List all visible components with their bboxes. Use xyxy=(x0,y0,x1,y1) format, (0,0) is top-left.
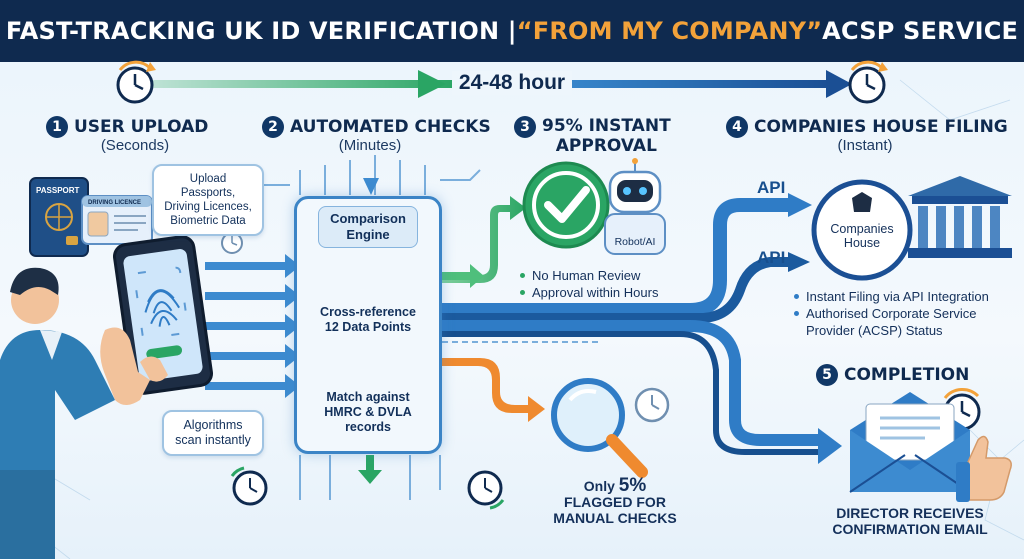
step-5-number: 5 xyxy=(816,364,838,386)
clock-icon-flagged xyxy=(634,387,670,423)
driving-licence-icon xyxy=(81,195,153,245)
step-2-subtitle: (Minutes) xyxy=(338,137,402,154)
thumbs-up-icon xyxy=(956,435,1012,502)
step-5-title: 5 COMPLETION xyxy=(816,364,969,386)
clock-icon-timeline-right xyxy=(848,60,888,104)
input-streams xyxy=(205,254,300,398)
licence-label: DRIVING LICENCE xyxy=(88,200,141,206)
step-3-number: 3 xyxy=(514,116,536,138)
circuit-lines-top xyxy=(249,155,481,195)
step-1-title: 1 USER UPLOAD xyxy=(46,116,208,138)
passport-label: PASSPORT xyxy=(36,186,80,195)
engine-check-match: Match against HMRC & DVLA records xyxy=(324,390,412,434)
step-1-number: 1 xyxy=(46,116,68,138)
passport-icon xyxy=(29,177,89,257)
approval-check-icon xyxy=(522,161,610,249)
clock-icon-timeline-left xyxy=(116,60,156,104)
clock-icon-upload xyxy=(221,232,243,254)
government-building-icon xyxy=(908,176,1012,258)
companies-house-name: Companies House xyxy=(830,222,894,250)
step-2-title: 2 AUTOMATED CHECKS xyxy=(262,116,491,138)
title-highlight: “FROM MY COMPANY” xyxy=(516,17,823,45)
flagged-arrow xyxy=(442,358,545,422)
main-flow-to-companies-house xyxy=(442,193,842,464)
engine-output-arrow xyxy=(358,455,382,484)
completion-text: DIRECTOR RECEIVES CONFIRMATION EMAIL xyxy=(832,505,988,537)
upload-bubble: Upload Passports, Driving Licences, Biom… xyxy=(152,164,264,236)
robot-label: Robot/AI xyxy=(614,236,656,248)
approval-arrow xyxy=(442,196,526,283)
api-label-bottom: API xyxy=(757,248,786,267)
step-4-subtitle: (Instant) xyxy=(837,137,893,154)
magnifier-icon xyxy=(551,378,648,478)
hand-illustration xyxy=(100,327,168,405)
approval-bullets: No Human Review Approval within Hours xyxy=(520,267,710,301)
step-1-subtitle: (Seconds) xyxy=(100,137,170,154)
step-3-title: 3 95% INSTANT APPROVAL xyxy=(514,116,671,156)
engine-label: Comparison Engine xyxy=(318,206,418,248)
engine-check-cross-reference: Cross-reference 12 Data Points xyxy=(320,305,416,334)
approval-bullet: Approval within Hours xyxy=(520,284,710,301)
person-illustration xyxy=(0,267,115,559)
smartphone-icon xyxy=(113,235,213,395)
step-4-title: 4 COMPANIES HOUSE FILING xyxy=(726,116,1008,138)
timeline-label: 24-48 hour xyxy=(452,71,572,95)
clock-icon-engine-bottom-left xyxy=(230,466,268,506)
email-envelope-icon xyxy=(849,392,971,493)
robot-icon xyxy=(604,158,666,255)
api-label-top: API xyxy=(757,178,786,197)
filing-bullet: Authorised Corporate Service xyxy=(794,305,1020,322)
approval-bullet: No Human Review xyxy=(520,267,710,284)
clock-icon-engine-bottom-right xyxy=(467,470,505,510)
step-4-number: 4 xyxy=(726,116,748,138)
algorithms-bubble: Algorithms scan instantly xyxy=(162,410,264,456)
filing-bullets: Instant Filing via API Integration Autho… xyxy=(794,288,1020,339)
page-title: FAST-TRACKING UK ID VERIFICATION | “FROM… xyxy=(0,0,1024,62)
filing-bullet-continued: Provider (ACSP) Status xyxy=(806,323,943,338)
step-2-number: 2 xyxy=(262,116,284,138)
companies-house-badge xyxy=(811,179,913,281)
filing-bullet: Instant Filing via API Integration xyxy=(794,288,1020,305)
flagged-text: Only 5% FLAGGED FOR MANUAL CHECKS xyxy=(553,475,677,526)
